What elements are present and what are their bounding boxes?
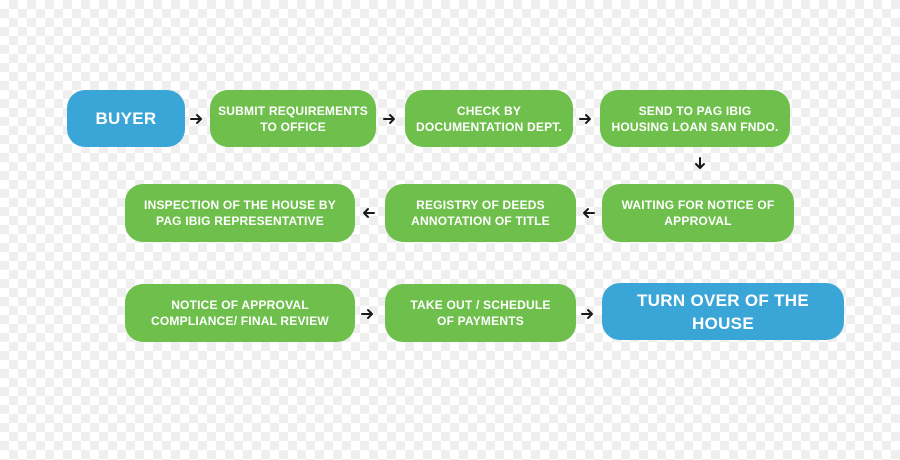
step-inspection: INSPECTION OF THE HOUSE BY PAG IBIG REPR… (125, 184, 355, 242)
arrow-right-icon (361, 307, 375, 321)
step-label: CHECK BY DOCUMENTATION DEPT. (415, 103, 563, 134)
step-take-out-schedule: TAKE OUT / SCHEDULE OF PAYMENTS (385, 284, 576, 342)
step-label: TURN OVER OF THE HOUSE (637, 290, 809, 333)
step-label: NOTICE OF APPROVAL COMPLIANCE/ FINAL REV… (151, 298, 329, 328)
arrow-right-icon (581, 307, 595, 321)
step-label: BUYER (95, 109, 157, 128)
step-label: SEND TO PAG IBIG HOUSING LOAN SAN FNDO. (611, 103, 779, 134)
step-label: REGISTRY OF DEEDS ANNOTATION OF TITLE (411, 198, 550, 228)
arrow-right-icon (190, 112, 204, 126)
arrow-down-icon (693, 157, 707, 171)
step-send-to-pagibig: SEND TO PAG IBIG HOUSING LOAN SAN FNDO. (600, 90, 790, 147)
step-label: INSPECTION OF THE HOUSE BY PAG IBIG REPR… (144, 198, 336, 228)
arrow-right-icon (579, 112, 593, 126)
step-submit-requirements: SUBMIT REQUIREMENTS TO OFFICE (210, 90, 376, 147)
arrow-left-icon (361, 206, 375, 220)
step-notice-of-approval: NOTICE OF APPROVAL COMPLIANCE/ FINAL REV… (125, 284, 355, 342)
step-waiting-for-notice: WAITING FOR NOTICE OF APPROVAL (602, 184, 794, 242)
step-buyer: BUYER (67, 90, 185, 147)
arrow-right-icon (383, 112, 397, 126)
step-check-documentation: CHECK BY DOCUMENTATION DEPT. (405, 90, 573, 147)
step-registry-of-deeds: REGISTRY OF DEEDS ANNOTATION OF TITLE (385, 184, 576, 242)
step-label: WAITING FOR NOTICE OF APPROVAL (621, 198, 775, 228)
step-label: SUBMIT REQUIREMENTS TO OFFICE (218, 103, 368, 134)
arrow-left-icon (581, 206, 595, 220)
step-label: TAKE OUT / SCHEDULE OF PAYMENTS (410, 298, 551, 328)
step-turn-over: TURN OVER OF THE HOUSE (602, 283, 844, 340)
